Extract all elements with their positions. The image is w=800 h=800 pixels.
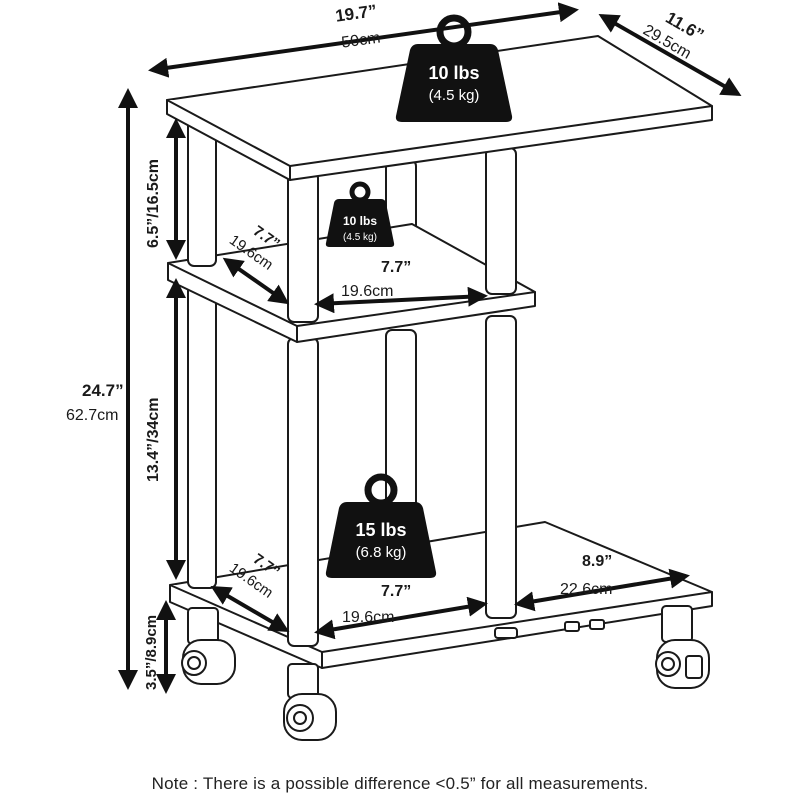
bottom-right-inches: 8.9” — [582, 553, 612, 570]
dimension-labels: 19.7” 50cm 11.6” 29.5cm 24.7” 62.7cm 6.5… — [66, 1, 707, 690]
weight-icon-bottom: 15 lbs (6.8 kg) — [325, 473, 437, 578]
weight-bottom-kg: (6.8 kg) — [356, 544, 407, 561]
bottom-shelf — [169, 521, 713, 669]
measurement-note: Note : There is a possible difference <0… — [151, 774, 649, 793]
weight-top-kg: (4.5 kg) — [429, 87, 480, 104]
caster-back-left — [181, 607, 236, 685]
bottom-width-cm: 19.6cm — [342, 609, 394, 626]
caster-right — [655, 605, 710, 689]
mid-width-line — [314, 286, 488, 314]
mid-width-inches: 7.7” — [381, 259, 411, 276]
bottom-right-line — [514, 568, 690, 612]
bottom-width-inches: 7.7” — [381, 583, 411, 600]
weight-middle-lbs: 10 lbs — [343, 214, 377, 228]
caster-height-label: 3.5”/8.9cm — [143, 615, 160, 690]
middle-gap-label: 13.4”/34cm — [145, 397, 162, 482]
top-depth-line — [598, 14, 742, 96]
mid-depth-line — [222, 257, 290, 305]
weight-top-lbs: 10 lbs — [428, 63, 479, 83]
dimension-lines — [118, 2, 742, 694]
caster-front-left — [283, 663, 337, 741]
cart-illustration — [166, 35, 713, 741]
top-width-line — [148, 2, 579, 78]
lower-front-posts — [187, 282, 517, 647]
mid-width-cm: 19.6cm — [341, 283, 393, 300]
weight-icon-top: 10 lbs (4.5 kg) — [395, 14, 513, 122]
upper-gap-label: 6.5”/16.5cm — [145, 159, 162, 248]
bottom-width-line — [314, 596, 488, 640]
total-height-cm: 62.7cm — [66, 407, 118, 424]
total-height-inches: 24.7” — [82, 381, 124, 400]
top-width-cm: 50cm — [340, 29, 381, 51]
weight-bottom-lbs: 15 lbs — [355, 520, 406, 540]
weight-middle-kg: (4.5 kg) — [343, 232, 377, 243]
bottom-depth-line — [210, 585, 290, 633]
top-width-inches: 19.7” — [334, 1, 378, 26]
bottom-right-cm: 22.6cm — [560, 581, 612, 598]
weight-icon-middle: 10 lbs (4.5 kg) — [325, 181, 395, 247]
